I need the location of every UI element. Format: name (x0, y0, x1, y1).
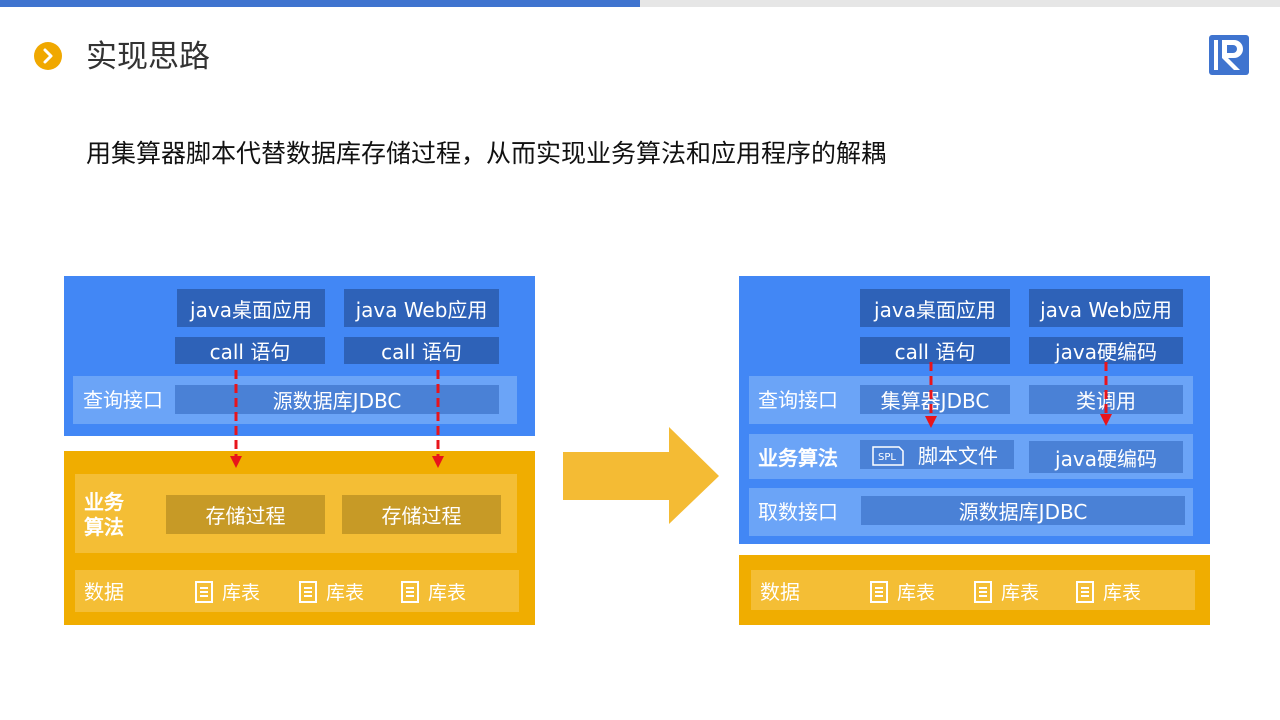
right-table-item: 库表 (973, 578, 1039, 605)
table-icon (870, 580, 888, 603)
table-icon (1076, 580, 1094, 603)
table-icon (299, 580, 317, 603)
left-java-web-app: java Web应用 (344, 289, 499, 327)
table-icon (401, 580, 419, 603)
table-icon (974, 580, 992, 603)
right-call-statement: call 语句 (860, 337, 1010, 364)
right-fetch-interface-label: 取数接口 (758, 500, 838, 524)
right-data-row (751, 570, 1195, 610)
logo-icon (1208, 34, 1250, 76)
top-bar-track (640, 0, 1280, 7)
right-esproc-jdbc: 集算器JDBC (860, 385, 1010, 414)
right-data-label: 数据 (760, 580, 800, 604)
right-arrow-1 (925, 362, 937, 428)
right-java-desktop-app: java桌面应用 (860, 289, 1010, 327)
transition-arrow-icon (563, 427, 719, 524)
right-source-db-jdbc: 源数据库JDBC (861, 496, 1185, 525)
page-title: 实现思路 (86, 39, 210, 75)
left-stored-procedure-2: 存储过程 (342, 495, 501, 534)
right-business-label: 业务算法 (758, 446, 838, 470)
left-table-item: 库表 (298, 578, 364, 605)
right-arrow-2 (1100, 362, 1112, 426)
left-stored-procedure-1: 存储过程 (166, 495, 325, 534)
chevron-right-icon (34, 42, 62, 70)
right-table-item: 库表 (869, 578, 935, 605)
left-business-label-2: 算法 (84, 515, 124, 539)
left-source-db-jdbc: 源数据库JDBC (175, 385, 499, 414)
left-arrow-1 (230, 370, 242, 468)
right-java-web-app: java Web应用 (1029, 289, 1183, 327)
left-table-item: 库表 (194, 578, 260, 605)
spl-file-icon: SPL (872, 445, 904, 466)
left-data-row (75, 570, 519, 612)
page-subtitle: 用集算器脚本代替数据库存储过程，从而实现业务算法和应用程序的解耦 (86, 139, 887, 168)
left-data-label: 数据 (84, 580, 124, 604)
svg-text:SPL: SPL (878, 452, 896, 463)
right-java-hardcode-mid: java硬编码 (1029, 441, 1183, 473)
left-call-statement-1: call 语句 (175, 337, 325, 364)
left-arrow-2 (432, 370, 444, 468)
top-accent-bar (0, 0, 640, 7)
right-query-interface-label: 查询接口 (758, 388, 838, 412)
left-query-interface-label: 查询接口 (83, 388, 163, 412)
right-table-item: 库表 (1075, 578, 1141, 605)
left-call-statement-2: call 语句 (344, 337, 499, 364)
right-java-hardcode-top: java硬编码 (1029, 337, 1183, 364)
right-script-file: SPL 脚本文件 (860, 440, 1014, 469)
table-icon (195, 580, 213, 603)
left-business-label-1: 业务 (84, 490, 124, 514)
left-table-item: 库表 (400, 578, 466, 605)
left-java-desktop-app: java桌面应用 (177, 289, 325, 327)
